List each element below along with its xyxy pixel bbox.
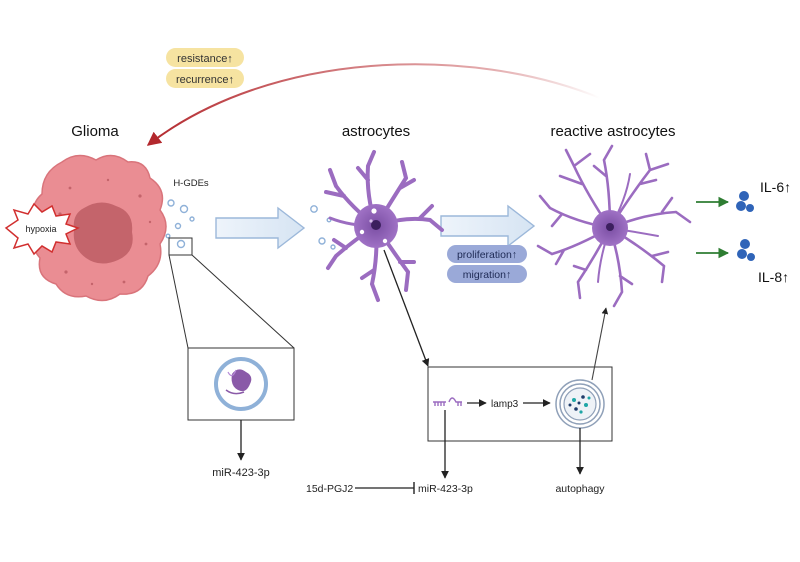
zoom-line-left [168, 254, 189, 349]
glioma-cell [31, 154, 167, 302]
autophagy-label: autophagy [555, 483, 605, 495]
block-arrow-glioma-to-astro [215, 206, 306, 250]
migration-pill: migration↑ [447, 265, 527, 283]
proliferation-label: proliferation↑ [457, 249, 517, 261]
zoom-line-right [191, 254, 295, 349]
exosome-zoom-panel [187, 347, 295, 421]
il8-protein-icon [737, 239, 755, 261]
pgj2-label: 15d-PGJ2 [306, 483, 353, 495]
feedback-arrow [146, 63, 601, 146]
reactive-astrocytes-title: reactive astrocytes [550, 123, 675, 140]
arrow-autophagy-to-reactive [591, 307, 609, 381]
recurrence-pill: recurrence↑ [166, 69, 244, 88]
mirna-icon [433, 397, 462, 406]
il6-protein-icon [736, 191, 754, 212]
astrocytes-title: astrocytes [342, 123, 410, 140]
il6-label: IL-6↑ [760, 179, 791, 195]
hgdes-label: H-GDEs [173, 178, 209, 189]
astrocyte-cell [324, 150, 444, 302]
resistance-label: resistance↑ [177, 53, 233, 65]
hypoxia-label: hypoxia [25, 224, 56, 234]
arrow-astro-to-mechanism [383, 249, 430, 367]
uptake-vesicles [310, 205, 336, 250]
glioma-nucleus [73, 202, 133, 264]
hypoxia-burst: hypoxia [4, 202, 80, 256]
zoom-box-small [168, 237, 193, 256]
block-arrow-astro-to-reactive [440, 204, 536, 248]
mir-left-label: miR-423-3p [212, 467, 269, 479]
lamp3-label: lamp3 [491, 399, 519, 410]
recurrence-label: recurrence↑ [176, 74, 234, 86]
il8-label: IL-8↑ [758, 269, 789, 285]
reactive-astrocyte-cell [536, 144, 692, 308]
proliferation-pill: proliferation↑ [447, 245, 527, 263]
migration-label: migration↑ [463, 269, 511, 281]
resistance-pill: resistance↑ [166, 48, 244, 67]
mir-bottom-label: miR-423-3p [418, 483, 473, 495]
exosome-vesicles [165, 199, 195, 249]
glioma-title: Glioma [71, 123, 119, 140]
autophagosome-icon [555, 379, 605, 429]
